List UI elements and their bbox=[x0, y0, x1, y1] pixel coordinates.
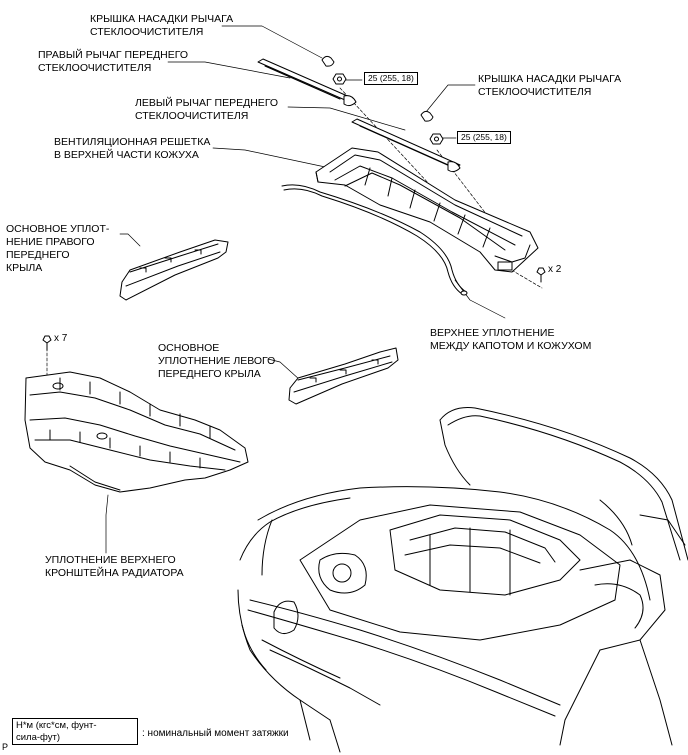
label-right-wiper-arm: ПРАВЫЙ РЫЧАГ ПЕРЕДНЕГО СТЕКЛООЧИСТИТЕЛЯ bbox=[38, 49, 189, 74]
label-lh-fender-seal: ОСНОВНОЕ УПЛОТНЕНИЕ ЛЕВОГО ПЕРЕДНЕГО КРЫ… bbox=[158, 342, 276, 380]
corner-mark: P bbox=[2, 742, 9, 752]
hood-cowl-seal-part bbox=[281, 184, 468, 296]
wiper-cap-right-part bbox=[321, 55, 335, 67]
vehicle-front-illustration bbox=[237, 407, 688, 753]
label-hood-cowl-seal: ВЕРХНЕЕ УПЛОТНЕНИЕ МЕЖДУ КАПОТОМ И КОЖУХ… bbox=[430, 327, 592, 352]
legend-description: : номинальный момент затяжки bbox=[142, 728, 289, 739]
torque-nut-right bbox=[332, 73, 347, 85]
radiator-clip-icon bbox=[42, 335, 52, 351]
torque-box-right: 25 (255, 18) bbox=[364, 72, 418, 85]
torque-nut-left bbox=[429, 133, 444, 145]
cowl-clip-icon bbox=[536, 267, 546, 283]
label-cowl-grille: ВЕНТИЛЯЦИОННАЯ РЕШЕТКА В ВЕРХНЕЙ ЧАСТИ К… bbox=[54, 136, 211, 161]
legend-box: Н*м (кгс*см, фунт- сила-фут) bbox=[12, 718, 138, 745]
quantity-cowl-clips: x 2 bbox=[548, 264, 562, 275]
label-radiator-seal: УПЛОТНЕНИЕ ВЕРХНЕГО КРОНШТЕЙНА РАДИАТОРА bbox=[45, 554, 184, 579]
label-rh-fender-seal: ОСНОВНОЕ УПЛОТ- НЕНИЕ ПРАВОГО ПЕРЕДНЕГО … bbox=[6, 223, 110, 274]
quantity-radiator-clips: x 7 bbox=[54, 333, 68, 344]
radiator-seal-part bbox=[24, 371, 249, 493]
torque-box-left: 25 (255, 18) bbox=[457, 131, 511, 144]
label-wiper-cap-right: КРЫШКА НАСАДКИ РЫЧАГА СТЕКЛООЧИСТИТЕЛЯ bbox=[90, 13, 234, 38]
lh-fender-seal-part bbox=[288, 347, 399, 405]
wiper-cap-left-part bbox=[420, 110, 434, 122]
label-wiper-cap-left: КРЫШКА НАСАДКИ РЫЧАГА СТЕКЛООЧИСТИТЕЛЯ bbox=[478, 73, 622, 98]
cowl-grille-part bbox=[315, 147, 539, 273]
right-wiper-arm-part bbox=[257, 58, 357, 107]
label-left-wiper-arm: ЛЕВЫЙ РЫЧАГ ПЕРЕДНЕГО СТЕКЛООЧИСТИТЕЛЯ bbox=[135, 97, 279, 122]
left-wiper-arm-part bbox=[351, 118, 461, 173]
rh-fender-seal-part bbox=[119, 239, 229, 301]
